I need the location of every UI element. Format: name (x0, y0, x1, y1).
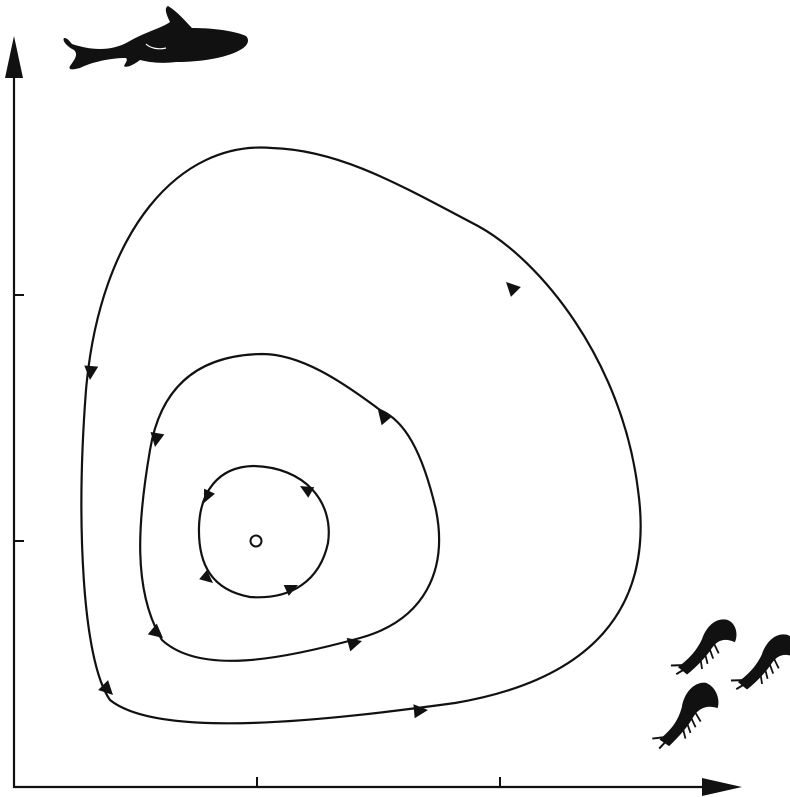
fish-icon (63, 6, 248, 69)
shrimp-icon (639, 678, 728, 751)
y-ticks (14, 295, 24, 541)
x-ticks (257, 777, 500, 787)
orbit-arrowhead (413, 703, 428, 718)
orbit-arrowhead (148, 624, 168, 644)
axes (13, 72, 712, 788)
orbit-arrowhead (83, 365, 98, 380)
orbit-arrowhead (199, 489, 215, 506)
y-axis-arrowhead (5, 36, 23, 78)
x-axis-arrowhead (702, 778, 742, 796)
middle-orbit (140, 354, 439, 661)
equilibrium-point (251, 536, 262, 547)
orbits (81, 148, 640, 724)
orbit-arrowhead (501, 277, 521, 297)
shrimp-icon (662, 616, 745, 679)
inner-orbit (199, 466, 329, 597)
orbit-arrowhead (373, 406, 393, 426)
